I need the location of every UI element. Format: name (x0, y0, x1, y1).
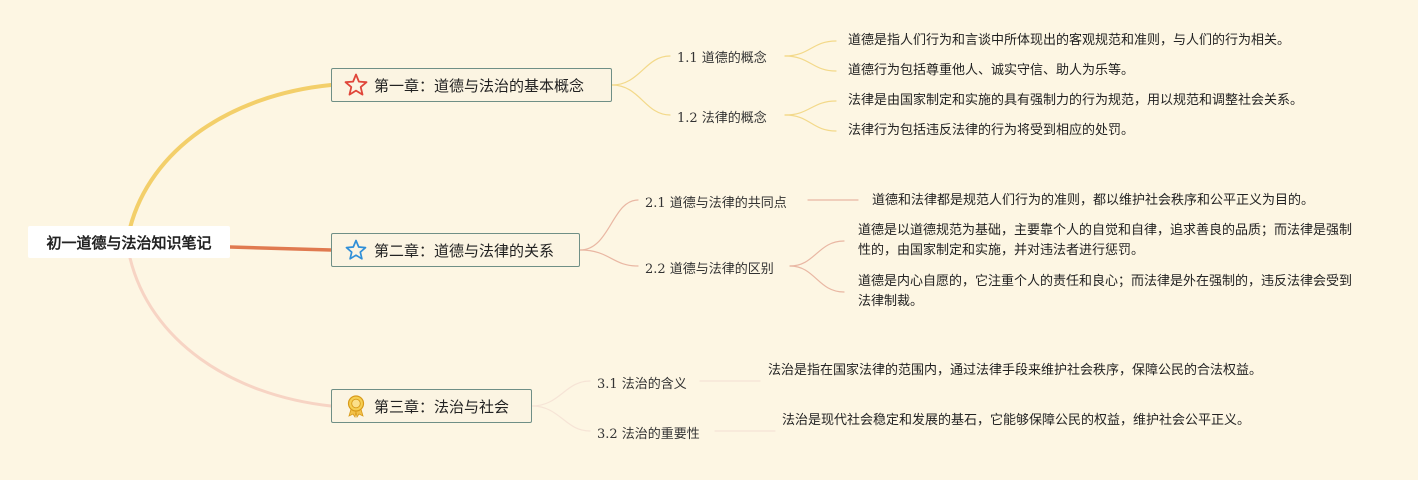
link-t22-note-a (789, 240, 845, 267)
link-root-chapter-1 (128, 83, 333, 230)
topic-3-1[interactable]: 3.1 法治的含义 (597, 377, 687, 392)
chapter-node-2[interactable]: 第二章：道德与法律的关系 (331, 233, 580, 267)
link-ch1-topic-2 (611, 84, 671, 116)
chapter-title: 第三章：法治与社会 (374, 397, 510, 416)
root-node[interactable]: 初一道德与法治知识笔记 (28, 226, 230, 258)
award-medal-icon (344, 394, 368, 418)
note-2-2-a: 道德是以道德规范为基础，主要靠个人的自觉和自律，追求善良的品质；而法律是强制性的… (858, 223, 1353, 258)
link-t11-note-a (784, 40, 837, 57)
link-root-chapter-2 (228, 245, 333, 252)
link-t22-note-b (789, 265, 845, 293)
star-blue-icon (344, 238, 368, 262)
link-root-chapter-3 (128, 256, 333, 408)
link-ch1-topic-1 (611, 55, 671, 86)
link-ch3-topic-2 (531, 405, 591, 432)
note-2-1-a: 道德和法律都是规范人们行为的准则，都以维护社会秩序和公平正义为目的。 (872, 193, 1315, 208)
topic-1-2[interactable]: 1.2 法律的概念 (677, 111, 767, 126)
topic-2-1[interactable]: 2.1 道德与法律的共同点 (645, 196, 787, 211)
note-1-2-a: 法律是由国家制定和实施的具有强制力的行为规范，用以规范和调整社会关系。 (848, 93, 1304, 108)
chapter-node-3[interactable]: 第三章：法治与社会 (331, 389, 532, 423)
link-ch2-topic-2 (579, 249, 639, 267)
topic-2-2[interactable]: 2.2 道德与法律的区别 (645, 262, 774, 277)
link-t12-note-b (784, 114, 837, 132)
link-t12-note-a (784, 100, 837, 116)
note-3-1-a: 法治是指在国家法律的范围内，通过法律手段来维护社会秩序，保障公民的合法权益。 (768, 363, 1263, 378)
topic-1-1[interactable]: 1.1 道德的概念 (677, 51, 767, 66)
star-red-icon (344, 73, 368, 97)
chapter-title: 第二章：道德与法律的关系 (374, 241, 555, 260)
chapter-node-1[interactable]: 第一章：道德与法治的基本概念 (331, 68, 612, 102)
link-t11-note-b (784, 55, 837, 72)
note-1-1-a: 道德是指人们行为和言谈中所体现出的客观规范和准则，与人们的行为相关。 (848, 33, 1291, 48)
note-2-2-b: 道德是内心自愿的，它注重个人的责任和良心；而法律是外在强制的，违反法律会受到法律… (858, 274, 1353, 309)
root-title: 初一道德与法治知识笔记 (46, 233, 212, 252)
topic-3-2[interactable]: 3.2 法治的重要性 (597, 427, 700, 442)
link-ch3-topic-1 (531, 380, 591, 407)
chapter-title: 第一章：道德与法治的基本概念 (374, 76, 585, 95)
link-ch2-topic-1 (579, 199, 639, 251)
note-1-1-b: 道德行为包括尊重他人、诚实守信、助人为乐等。 (848, 63, 1135, 78)
note-3-2-a: 法治是现代社会稳定和发展的基石，它能够保障公民的权益，维护社会公平正义。 (782, 413, 1251, 428)
note-1-2-b: 法律行为包括违反法律的行为将受到相应的处罚。 (848, 123, 1135, 138)
